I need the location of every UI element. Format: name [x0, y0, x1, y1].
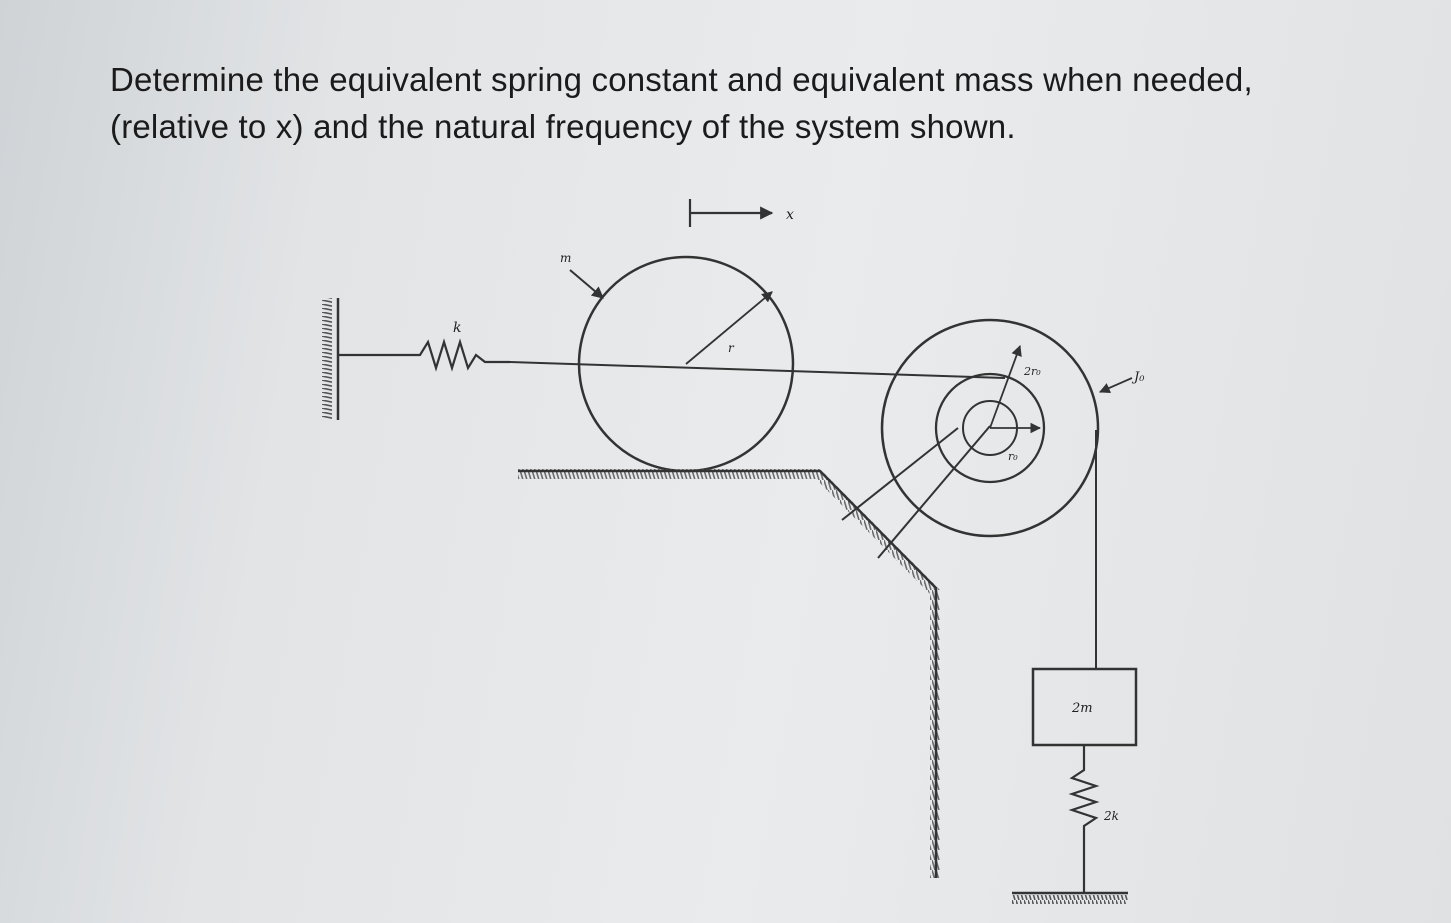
- outer-radius-label: 2r₀: [1023, 365, 1041, 378]
- disk-radius-line: [685, 291, 773, 365]
- displacement-indicator: [688, 199, 774, 227]
- disk-mass-label: m: [560, 251, 571, 265]
- displacement-label: x: [786, 207, 794, 223]
- stepped-pulley: [880, 318, 1100, 538]
- inner-radius-label: r₀: [1008, 450, 1018, 463]
- ground-surface: [518, 469, 940, 878]
- left-spring-label: k: [453, 320, 461, 336]
- disk-radius-label: r: [728, 341, 735, 355]
- block-mass-label: 2m: [1071, 701, 1093, 716]
- bottom-spring-label: 2k: [1103, 809, 1119, 823]
- problem-statement: Determine the equivalent spring constant…: [110, 56, 1410, 150]
- left-spring: [338, 338, 510, 372]
- problem-line-1: Determine the equivalent spring constant…: [110, 61, 1253, 98]
- disk-mass-leader: [569, 269, 604, 299]
- left-wall: [322, 298, 340, 420]
- pulley-outer-radius: [989, 344, 1022, 429]
- problem-line-2: (relative to x) and the natural frequenc…: [110, 108, 1016, 145]
- pulley-outer: [880, 318, 1100, 538]
- pulley-inner: [934, 372, 1046, 484]
- pulley-inertia-label: J₀: [1131, 370, 1145, 385]
- pulley-inertia-leader: [1099, 377, 1133, 394]
- horizontal-cable: [509, 361, 1006, 379]
- bottom-ground: [1012, 891, 1128, 904]
- bottom-spring: [1068, 745, 1100, 893]
- pulley-support: [841, 425, 991, 559]
- rolling-disk: [577, 255, 795, 473]
